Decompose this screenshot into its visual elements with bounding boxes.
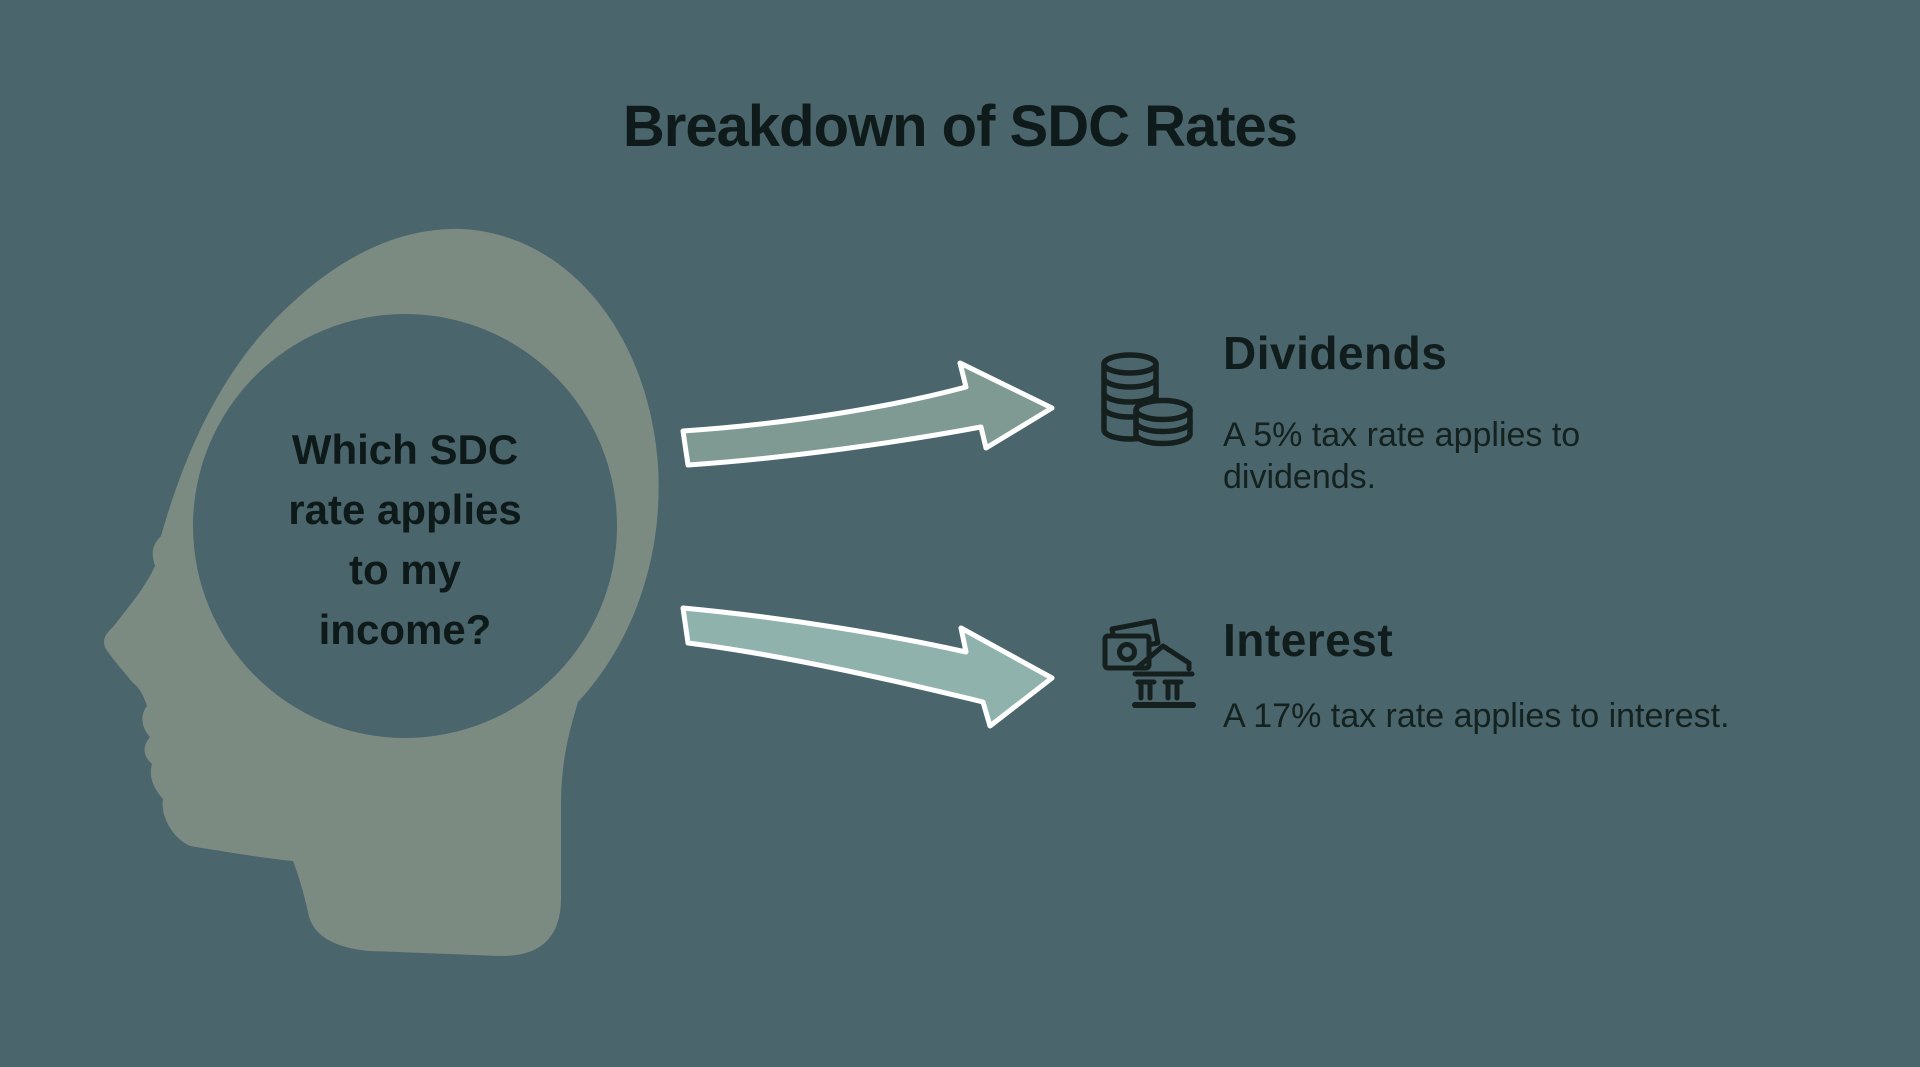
arrow-to-interest (680, 605, 1055, 729)
question-line: to my (348, 546, 461, 593)
interest-description: A 17% tax rate applies to interest. (1223, 697, 1730, 735)
coins-icon (1101, 352, 1193, 447)
dividends-heading: Dividends (1223, 327, 1448, 379)
question-line: rate applies (288, 486, 522, 533)
head-question: Which SDC rate applies to my income? (205, 420, 605, 660)
question-line: Which SDC (291, 426, 519, 473)
dividends-text-block: Dividends A 5% tax rate applies to divid… (1223, 326, 1643, 498)
arrow-to-dividends (680, 360, 1055, 468)
interest-text-block: Interest A 17% tax rate applies to inter… (1223, 613, 1843, 737)
dividends-description: A 5% tax rate applies to dividends. (1223, 416, 1581, 496)
interest-heading: Interest (1223, 614, 1394, 666)
page-title: Breakdown of SDC Rates (622, 94, 1298, 159)
thought-circle (193, 314, 617, 738)
money-bank-icon (1102, 618, 1196, 708)
question-line: income? (318, 606, 492, 653)
